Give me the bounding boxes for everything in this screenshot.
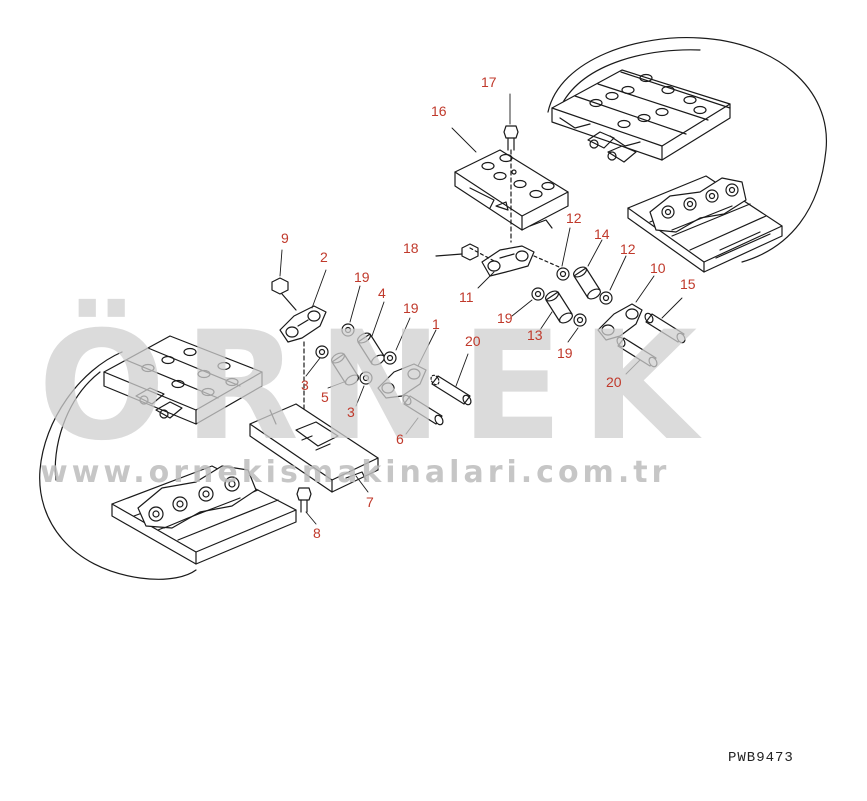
- callout-16: 16: [431, 103, 447, 119]
- callout-18: 18: [403, 240, 419, 256]
- callout-8: 8: [313, 525, 321, 541]
- callout-3: 3: [301, 377, 309, 393]
- seal-12-lower: [599, 291, 613, 305]
- callout-12: 12: [566, 210, 582, 226]
- nut-9: [271, 277, 297, 311]
- link-11: [469, 245, 567, 277]
- callout-19: 19: [403, 300, 419, 316]
- watermark-logo: ÖRNEK: [38, 300, 716, 474]
- callout-11: 11: [459, 289, 474, 305]
- watermark-url: www.ornekismakinalari.com.tr: [40, 455, 671, 490]
- callout-2: 2: [320, 249, 328, 265]
- bushing-5: [331, 352, 359, 386]
- callout-17: 17: [481, 74, 497, 90]
- callout-15: 15: [680, 276, 696, 292]
- callout-4: 4: [378, 285, 386, 301]
- callout-20: 20: [606, 374, 622, 390]
- callout-7: 7: [366, 494, 374, 510]
- pin-20-right: [616, 336, 658, 368]
- link-1: [377, 363, 427, 399]
- track-assembly-upper-right: [547, 36, 827, 273]
- leader-lines: [279, 93, 683, 525]
- callout-19: 19: [557, 345, 573, 361]
- callout-13: 13: [527, 327, 543, 343]
- track-shoe-7: [249, 403, 379, 493]
- callout-19: 19: [497, 310, 513, 326]
- callout-6: 6: [396, 431, 404, 447]
- track-shoe-16: [454, 149, 569, 231]
- callout-1: 1: [432, 316, 440, 332]
- seal-12-upper: [556, 267, 570, 281]
- seal-19-left-lower: [383, 351, 397, 365]
- bushing-13: [545, 290, 573, 324]
- callout-20: 20: [465, 333, 481, 349]
- pin-20-left: [430, 374, 472, 406]
- seal-19-right-upper: [531, 287, 545, 301]
- callout-19: 19: [354, 269, 370, 285]
- callout-14: 14: [594, 226, 610, 242]
- track-assembly-lower-left: [39, 335, 297, 580]
- pin-15: [644, 312, 686, 344]
- pin-6: [402, 394, 444, 426]
- bushing-14: [573, 266, 601, 300]
- link-10: [597, 303, 643, 341]
- seal-3-upper: [315, 345, 329, 359]
- callout-12: 12: [620, 241, 636, 257]
- callout-9: 9: [281, 230, 289, 246]
- seal-19-left-upper: [341, 323, 355, 337]
- callout-3: 3: [347, 404, 355, 420]
- nut-18: [435, 243, 479, 261]
- seal-19-right-lower: [573, 313, 587, 327]
- seal-3-lower: [359, 371, 373, 385]
- callout-5: 5: [321, 389, 329, 405]
- bolt-8: [296, 487, 312, 513]
- drawing-code: PWB9473: [728, 750, 794, 766]
- bolt-17: [503, 125, 519, 243]
- callout-10: 10: [650, 260, 666, 276]
